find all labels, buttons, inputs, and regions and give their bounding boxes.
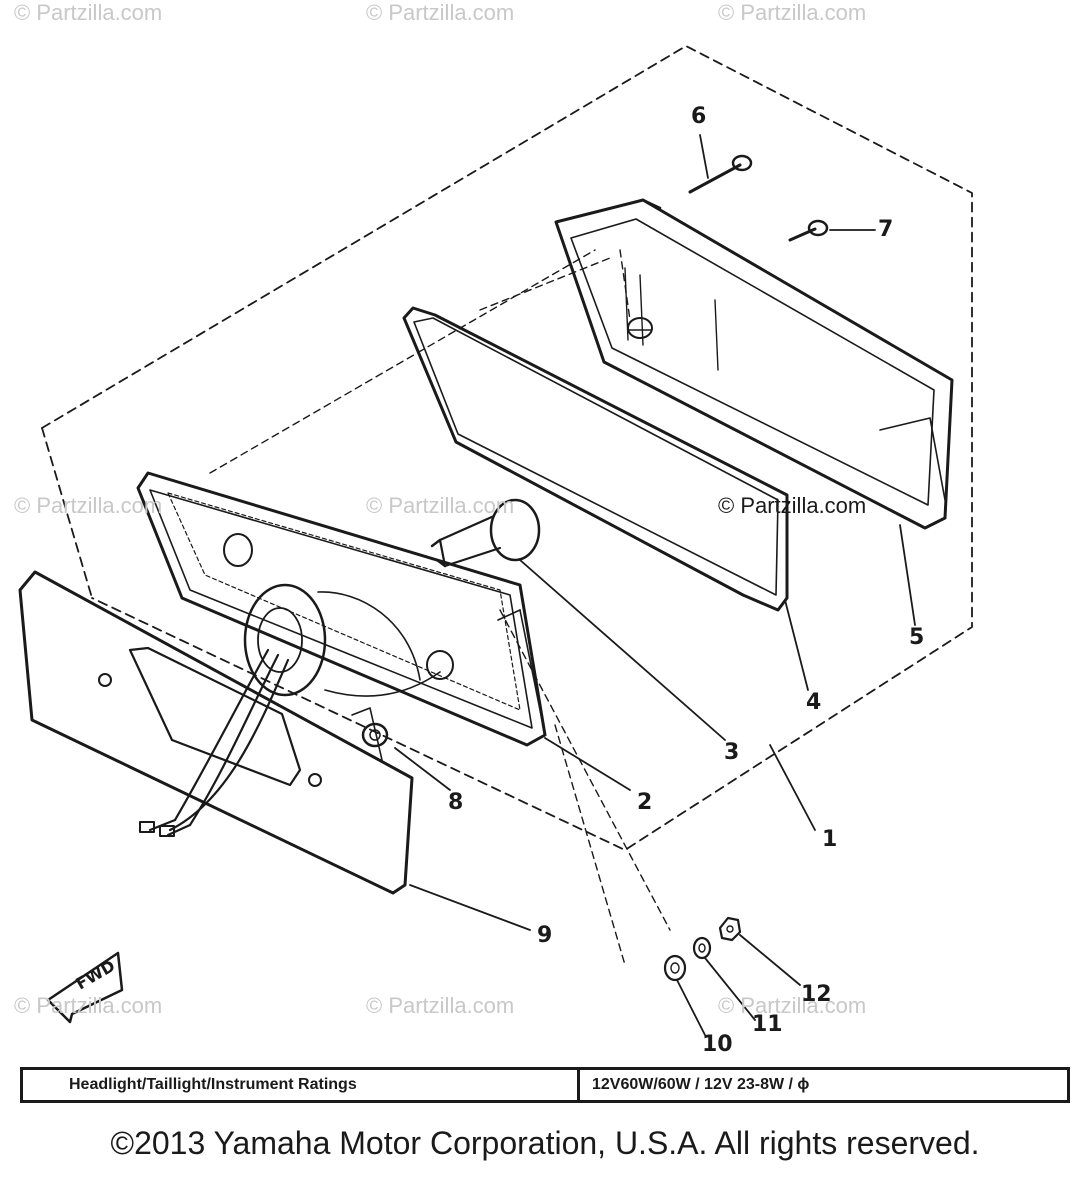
exploded-view-drawing: FWD — [18, 45, 973, 1036]
watermark: © Partzilla.com — [718, 993, 867, 1018]
grommet — [361, 722, 389, 748]
callout-7: 7 — [878, 217, 894, 242]
watermark: © Partzilla.com — [366, 0, 515, 25]
screw-short — [788, 219, 829, 242]
tail-light-lens — [136, 471, 547, 747]
watermark: © Partzilla.com — [366, 493, 515, 518]
callout-1: 1 — [822, 827, 838, 852]
watermark: © Partzilla.com — [718, 493, 867, 518]
callout-4: 4 — [806, 690, 822, 715]
ratings-label: Headlight/Taillight/Instrument Ratings — [23, 1070, 580, 1100]
callout-6: 6 — [691, 104, 707, 129]
bulb-socket-reflector — [243, 583, 441, 697]
ratings-value: 12V60W/60W / 12V 23-8W / ϕ — [592, 1076, 810, 1093]
alignment-lines — [209, 249, 671, 966]
callout-11: 11 — [752, 1012, 783, 1037]
tail-light-housing — [554, 198, 954, 530]
callout-5: 5 — [909, 625, 925, 650]
license-bracket — [18, 570, 414, 895]
assembly-boundary — [41, 45, 973, 851]
ratings-table: Headlight/Taillight/Instrument Ratings 1… — [20, 1067, 1070, 1103]
lens-gasket — [402, 306, 789, 612]
callout-8: 8 — [448, 790, 464, 815]
lock-washer — [692, 936, 712, 960]
callout-9: 9 — [537, 923, 553, 948]
callout-12: 12 — [801, 982, 832, 1007]
leader-lines — [394, 134, 916, 1036]
screw-long — [688, 154, 753, 194]
watermark: © Partzilla.com — [14, 493, 163, 518]
washer-flat — [663, 954, 687, 982]
bulb — [430, 498, 541, 568]
copyright-notice: ©2013 Yamaha Motor Corporation, U.S.A. A… — [110, 1125, 980, 1161]
watermark: © Partzilla.com — [14, 0, 163, 25]
callout-3: 3 — [724, 740, 740, 765]
nut — [718, 916, 742, 942]
watermark: © Partzilla.com — [14, 993, 163, 1018]
callout-2: 2 — [637, 790, 653, 815]
fwd-label: FWD — [73, 956, 119, 993]
watermark: © Partzilla.com — [366, 993, 515, 1018]
callout-10: 10 — [702, 1032, 733, 1057]
watermark: © Partzilla.com — [718, 0, 867, 25]
wire-harness — [139, 648, 290, 837]
